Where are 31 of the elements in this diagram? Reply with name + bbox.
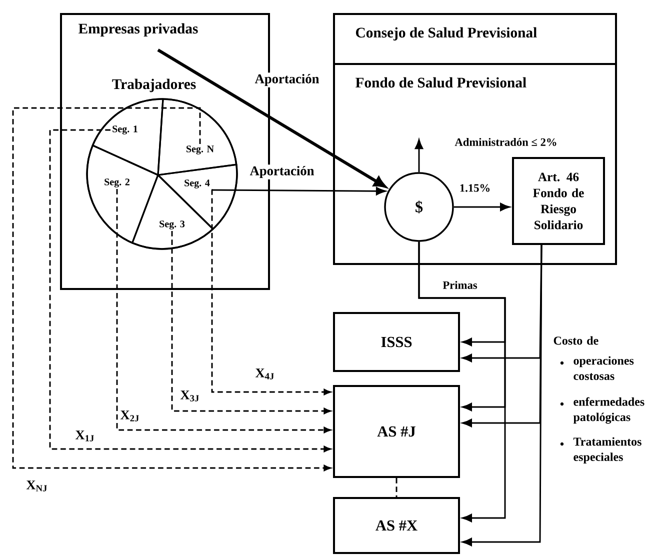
edge-label: Primas (441, 280, 479, 290)
arrow (462, 245, 542, 546)
segment-label: Seg. 1 (112, 126, 138, 134)
note-text: enfermedades patológicas (573, 397, 644, 424)
edge-label: Administradón ≤ 2% (453, 136, 559, 148)
arrow (454, 202, 510, 212)
process-box: Art. 46 Fondo de Riesgo Solidario (512, 157, 605, 245)
arrow (49, 129, 331, 452)
edge-label: X$_{2J}$ (118, 409, 142, 423)
arrow (12, 107, 331, 472)
note-text: Tratamientos especiales (573, 437, 642, 464)
arrow (212, 187, 386, 196)
arrow (210, 189, 331, 396)
edge-label: X$_{NJ}$ (24, 479, 50, 493)
segment-label: Seg. 3 (160, 220, 185, 230)
edge-label: X$_{3J}$ (178, 389, 202, 403)
arrow (171, 231, 331, 414)
process-box: AS #J (333, 385, 460, 478)
edge-label: X$_{1J}$ (74, 429, 96, 443)
arrow (418, 242, 506, 522)
edge-label: X$_{4J}$ (254, 367, 276, 381)
edge-label: 1.15% (458, 182, 492, 194)
arrow (116, 189, 331, 434)
process-box: ISSS (333, 312, 460, 372)
arrow (462, 244, 542, 362)
note-text: operaciones costosas (574, 356, 634, 380)
arrow (462, 244, 542, 428)
note-text: Costo de (554, 336, 598, 345)
process-box: AS #X (333, 497, 460, 554)
arrow (414, 139, 424, 172)
segment-label: Seg. 2 (104, 178, 130, 188)
